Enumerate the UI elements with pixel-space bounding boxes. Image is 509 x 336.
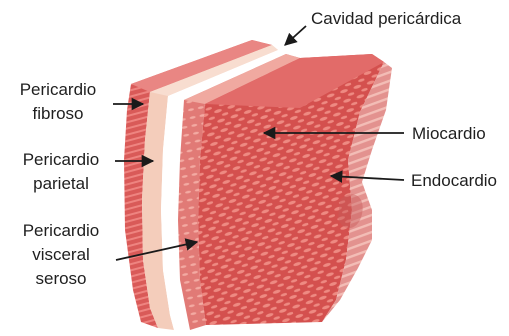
label-fibrous-line-2: fibroso: [12, 102, 104, 126]
arrow-pericardial-cavity: [285, 26, 306, 45]
label-visceral-line-1: Pericardio: [15, 219, 107, 243]
label-visceral-line-2: visceral: [15, 243, 107, 267]
label-myocardium: Miocardio: [412, 122, 486, 146]
label-endocardium: Endocardio: [411, 169, 497, 193]
label-fibrous-pericardium: Pericardio fibroso: [12, 78, 104, 126]
label-visceral-line-3: seroso: [15, 267, 107, 291]
label-parietal-line-1: Pericardio: [15, 148, 107, 172]
label-parietal-line-2: parietal: [15, 172, 107, 196]
label-pericardial-cavity: Cavidad pericárdica: [311, 7, 461, 31]
label-parietal-pericardium: Pericardio parietal: [15, 148, 107, 196]
label-fibrous-line-1: Pericardio: [12, 78, 104, 102]
label-visceral-pericardium: Pericardio visceral seroso: [15, 219, 107, 291]
